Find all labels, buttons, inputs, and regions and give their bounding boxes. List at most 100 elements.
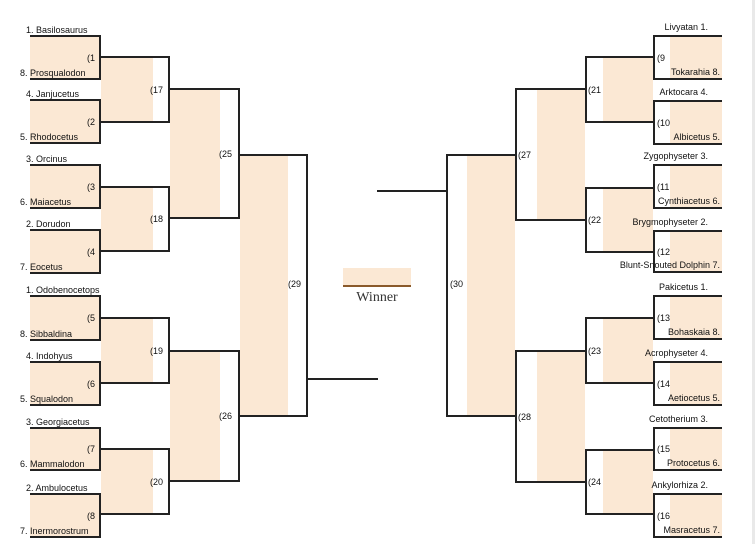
right-r1-match-6-fill [670, 363, 722, 404]
right-r1-match-3-fill [670, 166, 722, 207]
right-r3-match-2-fill [537, 352, 585, 481]
bracket-lines [30, 35, 722, 538]
right-seed-bottom-3: Cynthiacetus 6. [657, 196, 720, 206]
right-game-num-r2-4: (24 [588, 477, 602, 487]
right-r1-match-8-fill [670, 495, 722, 536]
left-seed-top-2: 4. Janjucetus [26, 89, 80, 99]
scrollbar-edge[interactable] [752, 0, 755, 544]
left-r3-match-2-lines [170, 350, 240, 482]
left-r2-match-4-fill [101, 450, 153, 513]
right-seed-bottom-2: Albicetus 5. [673, 132, 720, 142]
left-game-num-8: (8 [87, 511, 96, 521]
left-game-num-r3-1: (25 [219, 149, 233, 159]
left-game-num-2: (2 [87, 117, 96, 127]
left-r1-match-3-fill [30, 166, 100, 207]
left-r1-match-6-fill [30, 363, 100, 404]
left-r1-match-1-fill [30, 37, 100, 78]
left-r2-match-4-lines [101, 448, 170, 515]
right-r1-match-2-fill [670, 102, 722, 143]
left-game-num-r4-1: (29 [288, 279, 302, 289]
left-r1-match-7-lines [30, 427, 101, 471]
right-game-num-5: (13 [657, 313, 671, 323]
left-r1-match-4-lines [30, 229, 101, 274]
right-game-num-4: (12 [657, 247, 671, 257]
left-game-num-r2-3: (19 [150, 346, 164, 356]
right-r2-match-1-fill [603, 58, 653, 121]
left-game-num-7: (7 [87, 444, 96, 454]
left-seed-top-7: 3. Georgiacetus [26, 417, 90, 427]
left-game-num-r2-4: (20 [150, 477, 164, 487]
left-r2-match-3-fill [101, 319, 153, 382]
right-r1-match-7-fill [670, 429, 722, 469]
right-game-num-r3-1: (27 [518, 150, 532, 160]
winner-slot [307, 190, 447, 380]
right-r1-match-5-lines [653, 295, 722, 340]
right-r2-match-3-lines [585, 317, 653, 384]
right-seed-top-1: Livyatan 1. [664, 22, 708, 32]
left-r1-match-6-lines [30, 361, 101, 406]
right-seed-bottom-6: Aetiocetus 5. [667, 393, 720, 403]
right-r1-match-3-lines [653, 164, 722, 209]
right-r2-match-4-lines [585, 449, 653, 515]
left-r1-match-8-lines [30, 493, 101, 538]
left-r1-match-5-lines [30, 295, 101, 341]
left-game-num-r2-1: (17 [150, 85, 164, 95]
right-seed-bottom-8: Masracetus 7. [663, 525, 720, 535]
right-game-num-r2-3: (23 [588, 346, 602, 356]
right-game-num-r2-1: (21 [588, 85, 602, 95]
right-r2-match-2-fill [603, 189, 653, 251]
left-seed-bottom-2: 5. Rhodocetus [20, 132, 79, 142]
winner-label: Winner [356, 290, 398, 305]
right-seed-bottom-1: Tokarahia 8. [670, 67, 720, 77]
left-r2-match-2-lines [101, 186, 170, 252]
right-seed-bottom-5: Bohaskaia 8. [667, 327, 720, 337]
right-game-num-6: (14 [657, 379, 671, 389]
right-r2-match-4-fill [603, 451, 653, 513]
right-r1-match-6-lines [653, 361, 722, 406]
left-r3-match-2-fill [170, 352, 220, 480]
right-game-num-r4-1: (30 [450, 279, 464, 289]
right-r1-match-2-lines [653, 100, 722, 145]
left-r3-match-1-fill [170, 90, 220, 217]
left-r4-match-1-fill [240, 156, 288, 415]
right-game-num-2: (10 [657, 118, 671, 128]
left-seed-top-6: 4. Indohyus [26, 351, 73, 361]
right-game-num-3: (11 [657, 182, 670, 192]
right-seed-bottom-4: Blunt-Snouted Dolphin 7. [619, 260, 720, 270]
left-seed-bottom-3: 6. Maiacetus [20, 197, 72, 207]
right-r1-match-4-fill [670, 232, 722, 271]
left-r1-match-5-fill [30, 297, 100, 339]
right-seed-top-8: Ankylorhiza 2. [651, 480, 708, 490]
right-r1-match-1-fill [670, 37, 722, 78]
right-r3-match-1-fill [537, 90, 585, 219]
left-r3-match-1-lines [170, 88, 240, 219]
left-seed-top-4: 2. Dorudon [26, 219, 71, 229]
left-seed-top-3: 3. Orcinus [26, 154, 68, 164]
left-seed-bottom-7: 6. Mammalodon [20, 459, 85, 469]
left-game-num-3: (3 [87, 182, 96, 192]
right-seed-bottom-7: Protocetus 6. [666, 458, 720, 468]
left-game-num-r3-2: (26 [219, 411, 233, 421]
right-r4-match-1-fill [467, 156, 515, 415]
right-game-num-r2-2: (22 [588, 215, 602, 225]
left-seed-bottom-5: 8. Sibbaldina [20, 329, 73, 339]
left-game-num-1: (1 [87, 53, 96, 63]
left-seed-bottom-1: 8. Prosqualodon [20, 68, 86, 78]
right-r1-match-8-lines [653, 493, 722, 538]
left-r1-match-7-fill [30, 429, 100, 469]
left-r1-match-8-fill [30, 495, 100, 536]
left-game-num-r2-2: (18 [150, 214, 164, 224]
left-r2-match-2-fill [101, 188, 153, 250]
right-r4-match-1-lines [446, 154, 515, 417]
left-r1-match-2-fill [30, 101, 100, 142]
right-r3-match-1-lines [515, 88, 585, 221]
left-seed-bottom-6: 5. Squalodon [20, 394, 74, 404]
right-seed-top-3: Zygophyseter 3. [643, 151, 708, 161]
right-r1-match-5-fill [670, 297, 722, 338]
left-r1-match-3-lines [30, 164, 101, 209]
left-r2-match-1-lines [101, 56, 170, 123]
right-seed-top-6: Acrophyseter 4. [644, 348, 708, 358]
left-seed-top-5: 1. Odobenocetops [26, 285, 100, 295]
right-r2-match-1-lines [585, 56, 653, 123]
left-game-num-6: (6 [87, 379, 96, 389]
